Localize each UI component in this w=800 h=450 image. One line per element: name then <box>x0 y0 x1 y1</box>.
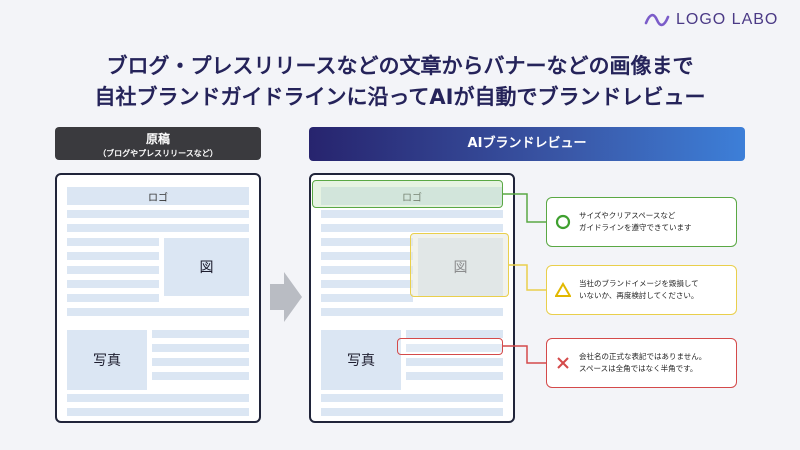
text-line <box>321 280 413 288</box>
text-line <box>321 294 413 302</box>
draft-title: 原稿 <box>145 132 170 146</box>
doc-logo-block: ロゴ <box>321 187 503 205</box>
circle-ok-icon <box>555 214 571 230</box>
text-line <box>321 224 503 232</box>
text-line <box>321 394 503 402</box>
text-line <box>67 266 159 274</box>
text-line <box>67 224 249 232</box>
text-line <box>67 408 249 416</box>
text-highlight[interactable] <box>397 338 503 355</box>
text-line <box>152 372 249 380</box>
text-line <box>321 252 413 260</box>
text-line <box>321 266 413 274</box>
review-card-ok[interactable]: サイズやクリアスペースなど ガイドラインを遵守できています <box>546 197 737 247</box>
text-line <box>321 210 503 218</box>
text-line <box>406 372 503 380</box>
review-card-warn[interactable]: 当社のブランドイメージを毀損して いないか、再度検討してください。 <box>546 265 737 315</box>
draft-subtitle: （ブログやプレスリリースなど） <box>98 149 218 158</box>
text-line <box>321 238 413 246</box>
text-line <box>67 238 159 246</box>
headline-line-1: ブログ・プレスリリースなどの文章からバナーなどの画像まで <box>106 54 694 78</box>
text-line <box>406 358 503 366</box>
text-line <box>406 330 503 338</box>
draft-header: 原稿 （ブログやプレスリリースなど） <box>55 127 261 160</box>
text-line <box>321 308 503 316</box>
text-line <box>67 252 159 260</box>
doc-photo-block: 写真 <box>67 330 147 390</box>
cross-error-icon <box>557 357 569 369</box>
doc-logo-block: ロゴ <box>67 187 249 205</box>
ai-review-header: AIブランドレビュー <box>309 127 745 161</box>
review-warn-line-2: いないか、再度検討してください。 <box>579 291 699 300</box>
review-ok-line-1: サイズやクリアスペースなど <box>579 211 676 220</box>
reviewed-document: ロゴ 図 写真 <box>309 173 515 423</box>
text-line <box>152 330 249 338</box>
text-line <box>67 308 249 316</box>
text-line <box>152 344 249 352</box>
logo-highlight[interactable] <box>312 180 503 208</box>
review-error-line-1: 会社名の正式な表記ではありません。 <box>579 352 707 361</box>
text-line <box>67 280 159 288</box>
review-card-error[interactable]: 会社名の正式な表記ではありません。 スペースは全角ではなく半角です。 <box>546 338 737 388</box>
triangle-warning-icon <box>555 282 571 297</box>
text-line <box>67 210 249 218</box>
doc-figure-block: 図 <box>164 238 249 296</box>
figure-highlight[interactable] <box>410 233 509 297</box>
review-warn-line-1: 当社のブランドイメージを毀損して <box>579 279 699 288</box>
review-ok-line-2: ガイドラインを遵守できています <box>579 223 692 232</box>
review-error-line-2: スペースは全角ではなく半角です。 <box>579 364 698 373</box>
brand-logo: LOGO LABO <box>644 10 794 30</box>
text-line <box>406 344 503 352</box>
text-line <box>321 408 503 416</box>
brand-name: LOGO LABO <box>676 11 779 28</box>
text-line <box>67 394 249 402</box>
text-line <box>152 358 249 366</box>
headline-line-2: 自社ブランドガイドラインに沿ってAIが自動でブランドレビュー <box>94 85 706 109</box>
doc-photo-block: 写真 <box>321 330 401 390</box>
arrow-right-icon <box>270 272 302 322</box>
wave-icon <box>644 13 670 27</box>
draft-document: ロゴ 図 写真 <box>55 173 261 423</box>
text-line <box>67 294 159 302</box>
